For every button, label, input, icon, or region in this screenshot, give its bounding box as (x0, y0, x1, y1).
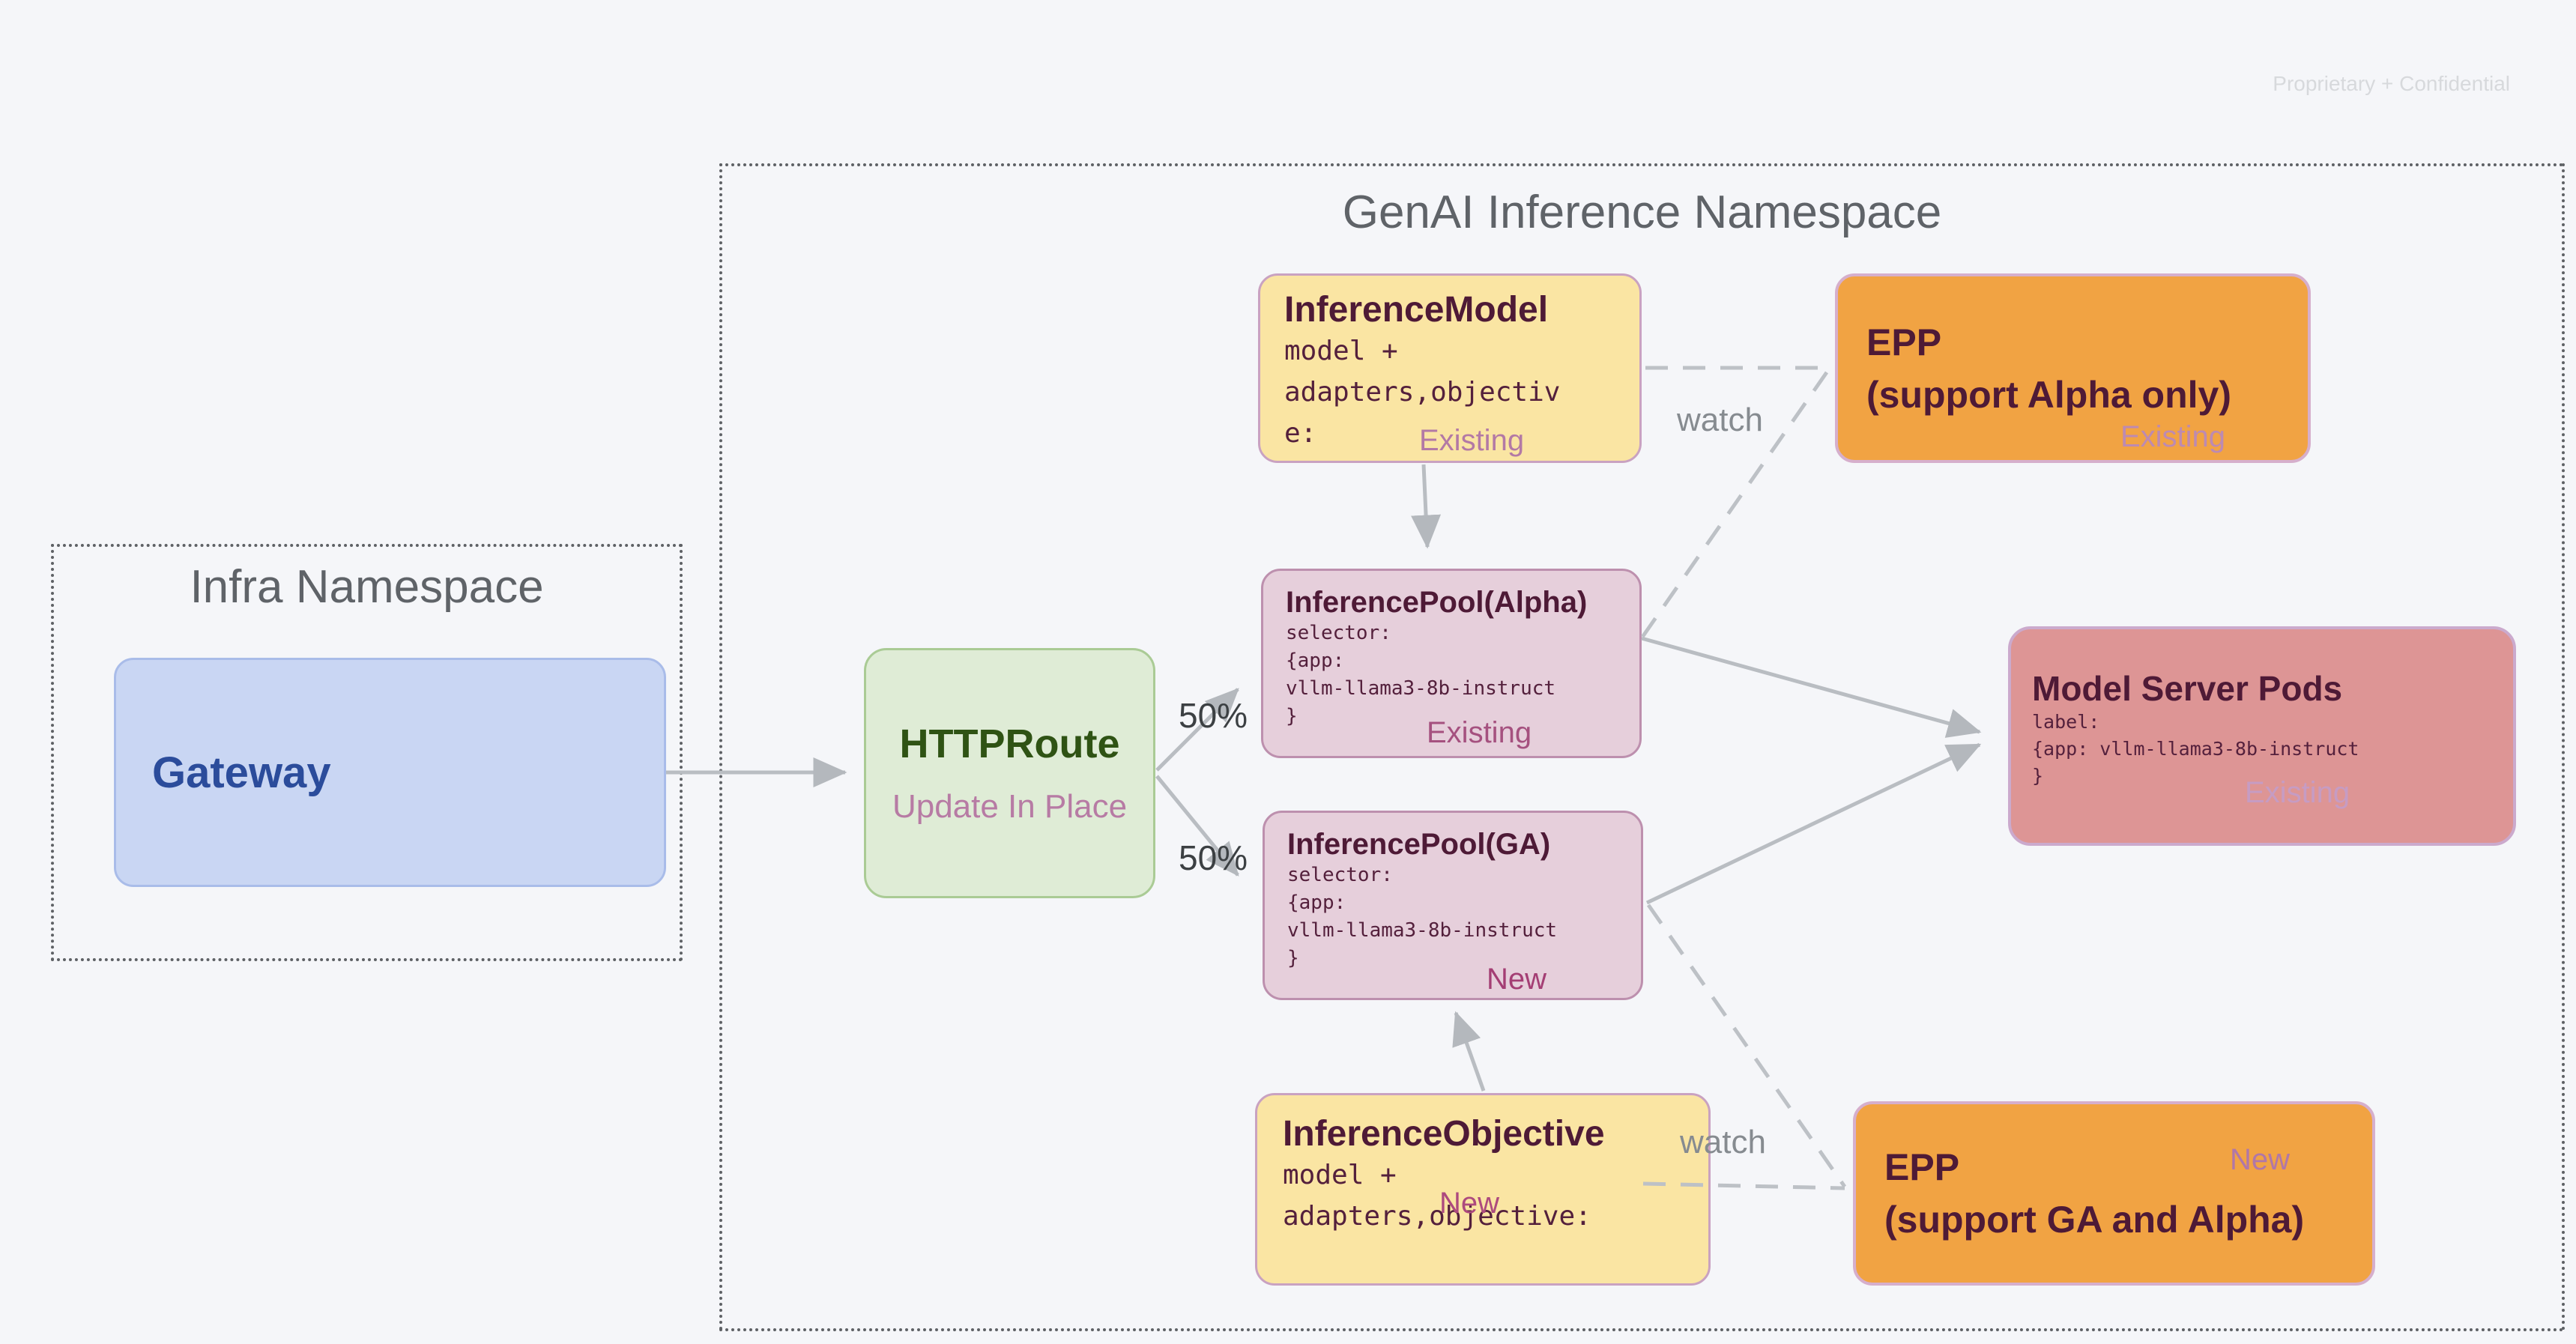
httproute-subtitle: Update In Place (892, 788, 1128, 825)
code-line: selector: (1286, 622, 1391, 644)
genai-namespace-box (719, 163, 2565, 1331)
code-line: selector: (1287, 864, 1393, 886)
code-line: {app: vllm-llama3-8b-instruct (2032, 738, 2359, 760)
httproute-title: HTTPRoute (899, 721, 1120, 766)
code-line: model + (1284, 336, 1398, 366)
model-server-pods-node: Model Server Pods label: {app: vllm-llam… (2008, 626, 2516, 846)
code-line: adapters,objective: (1283, 1201, 1591, 1232)
httproute-node: HTTPRoute Update In Place (864, 648, 1155, 898)
code-line: } (2032, 765, 2044, 787)
inference-pool-alpha-node: InferencePool(Alpha) selector: {app: vll… (1261, 569, 1642, 758)
epp-ga-subtitle: (support GA and Alpha) (1884, 1199, 2305, 1241)
code-line: vllm-llama3-8b-instruct (1287, 919, 1558, 942)
status-badge: Existing (1427, 716, 1532, 749)
inference-model-node: InferenceModel model + adapters,objectiv… (1258, 273, 1642, 463)
status-badge: Existing (2245, 776, 2350, 809)
watch-bottom-label: watch (1680, 1124, 1766, 1160)
genai-namespace-title: GenAI Inference Namespace (1342, 187, 1942, 238)
pool-alpha-selector: selector: {app: vllm-llama3-8b-instruct … (1286, 620, 1639, 730)
gateway-label: Gateway (152, 748, 331, 797)
inference-model-spec: model + adapters,objectiv e: (1284, 330, 1639, 454)
watch-top-label: watch (1677, 402, 1763, 438)
inference-model-title: InferenceModel (1284, 290, 1549, 330)
status-badge: Existing (1419, 424, 1525, 457)
status-badge: New (1487, 963, 1547, 996)
epp-ga-title: EPP (1884, 1146, 1960, 1188)
status-badge: New (1439, 1187, 1500, 1220)
inference-objective-node: InferenceObjective model + adapters,obje… (1255, 1093, 1711, 1286)
code-line: vllm-llama3-8b-instruct (1286, 677, 1556, 700)
code-line: label: (2032, 711, 2100, 733)
infra-namespace-box (51, 544, 683, 961)
gateway-node: Gateway (114, 658, 666, 887)
model-server-pods-label: label: {app: vllm-llama3-8b-instruct } (2032, 709, 2513, 790)
code-line: } (1286, 705, 1298, 727)
inference-pool-ga-node: InferencePool(GA) selector: {app: vllm-l… (1263, 811, 1643, 1000)
traffic-split-top-label: 50% (1179, 696, 1248, 735)
code-line: e: (1284, 418, 1317, 449)
infra-namespace-title: Infra Namespace (190, 561, 544, 613)
inference-objective-title: InferenceObjective (1283, 1114, 1605, 1154)
pool-ga-title: InferencePool(GA) (1287, 828, 1551, 861)
code-line: model + (1283, 1160, 1397, 1190)
pool-ga-selector: selector: {app: vllm-llama3-8b-instruct … (1287, 862, 1641, 972)
epp-alpha-title: EPP (1866, 321, 1942, 363)
status-badge: Existing (2120, 420, 2225, 453)
confidential-watermark: Proprietary + Confidential (2273, 72, 2510, 95)
inference-objective-spec: model + adapters,objective: (1283, 1154, 1708, 1237)
code-line: {app: (1287, 892, 1346, 914)
model-server-pods-title: Model Server Pods (2032, 669, 2343, 708)
epp-ga-node: EPP (support GA and Alpha) New (1853, 1101, 2375, 1286)
code-line: {app: (1286, 650, 1345, 672)
code-line: adapters,objectiv (1284, 377, 1561, 408)
pool-alpha-title: InferencePool(Alpha) (1286, 586, 1588, 619)
code-line: } (1287, 947, 1299, 969)
status-badge: New (2229, 1143, 2290, 1176)
traffic-split-bottom-label: 50% (1179, 838, 1248, 877)
epp-alpha-subtitle: (support Alpha only) (1866, 373, 2231, 416)
epp-alpha-node: EPP (support Alpha only) Existing (1835, 273, 2311, 463)
